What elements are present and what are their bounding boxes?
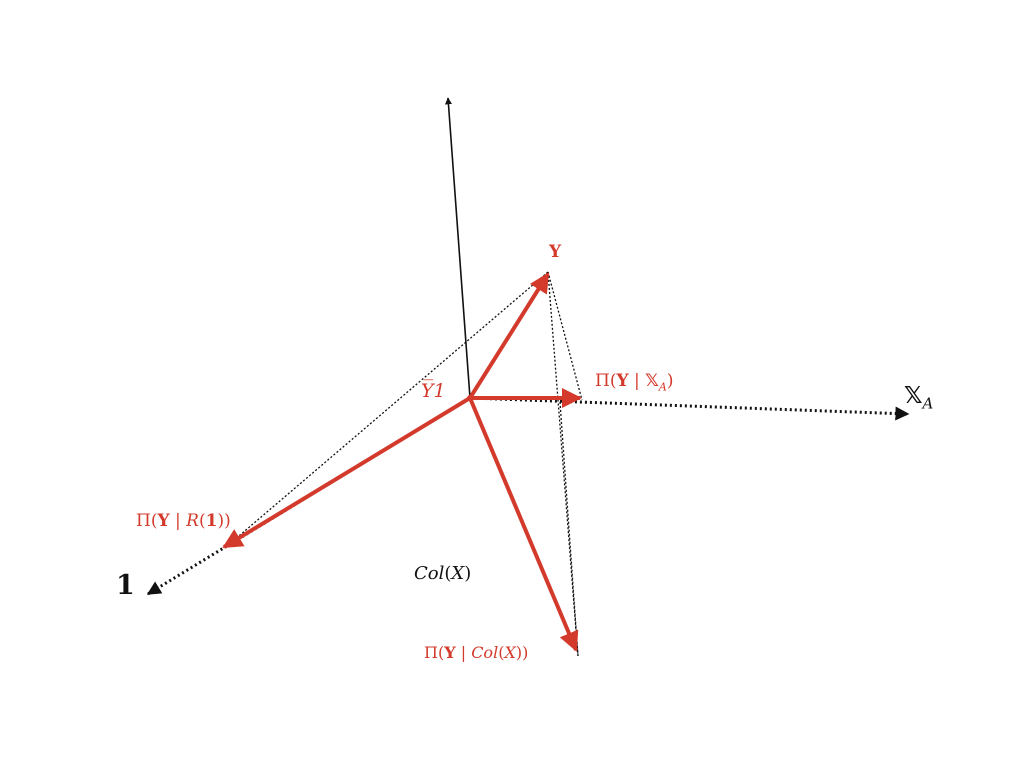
label-col-x-x: X xyxy=(451,563,465,584)
label-proj-r1-one: 1 xyxy=(205,511,218,531)
label-proj-xa: Π(Y | 𝕏A) xyxy=(595,371,674,394)
label-col-x: Col(X) xyxy=(414,565,471,583)
label-proj-colx-close: )) xyxy=(515,643,529,662)
projection-line-y-to-colx xyxy=(547,271,579,657)
label-ybar-1: Y̅1 xyxy=(421,382,446,401)
label-proj-colx-x: X xyxy=(504,643,516,662)
label-axis-xa: 𝕏A xyxy=(904,385,933,412)
label-y: Y xyxy=(549,242,562,262)
label-proj-r1-pi: Π( xyxy=(136,511,158,531)
vector-y xyxy=(468,272,550,400)
projection-line-xa-to-colx xyxy=(559,401,579,657)
label-axis-xa-space: 𝕏 xyxy=(904,383,923,409)
label-proj-colx-open: ( xyxy=(498,643,505,662)
label-ybar-1-text: Y̅1 xyxy=(421,380,446,402)
origin-point xyxy=(467,395,473,401)
label-col-x-col: Col xyxy=(414,563,445,584)
label-proj-xa-sep: | xyxy=(628,371,646,391)
label-proj-colx: Π(Y | Col(X)) xyxy=(424,645,528,661)
label-col-x-open: ( xyxy=(444,563,452,584)
label-proj-colx-sep: | xyxy=(455,643,472,662)
label-axis-xa-sub: A xyxy=(922,394,934,413)
label-proj-r1-y: Y xyxy=(157,511,170,531)
vector-proj-colx xyxy=(468,397,579,652)
label-proj-xa-space: 𝕏 xyxy=(645,371,659,391)
label-proj-r1-open: ( xyxy=(198,511,206,531)
label-proj-xa-y: Y xyxy=(616,371,629,391)
label-proj-r1-sep: | xyxy=(169,511,187,531)
vector-proj-r1 xyxy=(222,396,472,549)
label-axis-one: 1 xyxy=(116,570,135,601)
vertical-axis xyxy=(444,97,471,399)
label-proj-r1-r: R xyxy=(186,511,199,531)
label-proj-xa-sub: A xyxy=(658,380,667,394)
label-proj-colx-col: Col xyxy=(471,643,499,662)
label-col-x-close: ) xyxy=(464,563,472,584)
projection-line-y-to-r1 xyxy=(225,271,549,548)
label-proj-r1-close: )) xyxy=(217,511,231,531)
label-proj-xa-pi: Π( xyxy=(595,371,617,391)
label-proj-colx-y: Y xyxy=(444,643,456,662)
xa-axis xyxy=(469,396,910,421)
label-proj-colx-pi: Π( xyxy=(424,643,445,662)
label-proj-r1: Π(Y | R(1)) xyxy=(136,513,231,530)
label-proj-xa-close: ) xyxy=(666,371,674,391)
